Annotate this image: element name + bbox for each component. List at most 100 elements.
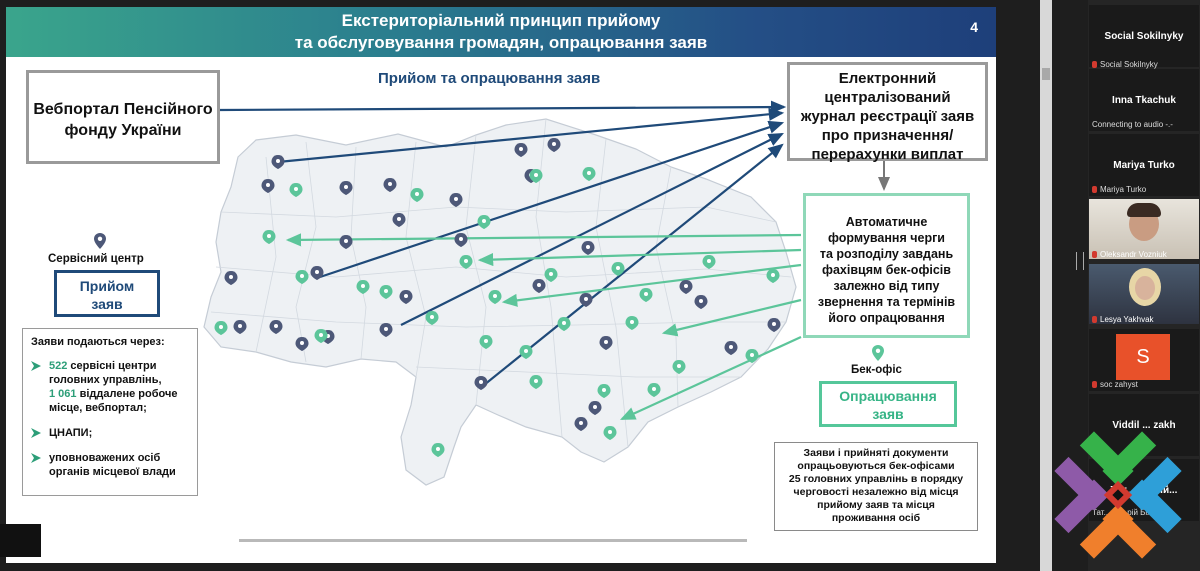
backoffice-pin-icon-dot	[644, 292, 648, 296]
backoffice-pin-icon-dot	[677, 364, 681, 368]
service-center-pin-icon-dot	[729, 345, 733, 349]
backoffice-pin-icon-dot	[384, 289, 388, 293]
backoffice-pin-icon-dot	[630, 320, 634, 324]
docs-line2: опрацьовуються бек-офісами	[797, 460, 955, 472]
slide-title-line2: та обслуговування громадян, опрацювання …	[294, 33, 708, 52]
service-center-pin-icon-dot	[584, 297, 588, 301]
service-center-pin-icon-dot	[397, 217, 401, 221]
mic-muted-icon	[1092, 186, 1097, 193]
backoffice-pin-icon-dot	[319, 333, 323, 337]
auto-line7: його опрацювання	[828, 311, 945, 325]
service-center-pin-icon-dot	[274, 324, 278, 328]
backoffice-pin-icon-dot	[430, 315, 434, 319]
mic-muted-icon	[1092, 316, 1097, 323]
service-center-pin-icon-dot	[604, 340, 608, 344]
slide-progress-bar	[239, 539, 747, 542]
backoffice-pin-icon-dot	[707, 259, 711, 263]
apps-item1-text2: віддалене робоче місце, вебпортал;	[49, 388, 178, 414]
slide-subheading: Прийом та опрацювання заяв	[378, 70, 601, 87]
panel-resize-handle[interactable]	[1076, 252, 1084, 270]
journal-line4: про призначення/	[821, 127, 954, 144]
journal-line2: централізований	[824, 89, 951, 106]
journal-box: Електронний централізований журнал реєст…	[787, 62, 988, 163]
service-center-pin-icon-dot	[519, 147, 523, 151]
backoffice-pin-icon-dot	[616, 266, 620, 270]
navy-arrows	[219, 100, 787, 386]
bullet-arrow-icon	[31, 428, 41, 438]
backoffice-pin-icon-dot	[361, 284, 365, 288]
backoffice-pin-icon-dot	[602, 388, 606, 392]
opracuvannya-box: Опрацювання заяв	[819, 381, 957, 427]
backoffice-pin-icon	[872, 345, 884, 361]
backoffice-pin-icon-dot	[750, 353, 754, 357]
apps-item-3: уповноважених осіб органів місцевої влад…	[31, 451, 189, 479]
scrollbar-thumb[interactable]	[1042, 68, 1050, 80]
self-view-thumbnail	[0, 524, 41, 557]
backoffice-pin-icon-dot	[294, 187, 298, 191]
backoffice-pin-icon-dot	[587, 171, 591, 175]
service-center-pin-icon-dot	[315, 270, 319, 274]
service-center-pin-icon-dot	[684, 284, 688, 288]
opr-line1: Опрацювання	[839, 388, 937, 404]
participant-status: Lesya Yakhvak	[1100, 315, 1154, 324]
backoffice-pin-icon-dot	[534, 173, 538, 177]
bullet-arrow-icon	[31, 453, 41, 463]
participant-status: Тат...ка ...рій Білов...	[1092, 508, 1168, 517]
apps-item1-num2: 1 061	[49, 388, 77, 400]
service-center-pin-icon-dot	[479, 380, 483, 384]
backoffice-pin-icon-dot	[534, 379, 538, 383]
backoffice-pin-icon-dot	[415, 192, 419, 196]
green-arrows	[285, 233, 802, 421]
participant-video[interactable]: Lesya Yakhvak	[1089, 264, 1199, 324]
portal-line1: Вебпортал Пенсійного	[33, 101, 213, 118]
portal-line2: фонду України	[64, 122, 182, 139]
service-center-pin-icon-dot	[229, 275, 233, 279]
participant-hair	[1127, 203, 1161, 217]
portal-box: Вебпортал Пенсійного фонду України	[26, 70, 220, 164]
service-center-pin-icon-dot	[454, 197, 458, 201]
participant-tile[interactable]: Inna Tkachuk Connecting to audio -.-	[1089, 69, 1199, 131]
service-center-pin-icon-dot	[772, 322, 776, 326]
service-center-pin-icon-dot	[388, 182, 392, 186]
docs-line6: проживання осіб	[831, 512, 921, 524]
auto-line4: фахівцям бек-офісів	[822, 263, 951, 277]
slide-title: Екстериторіальний принцип прийому та обс…	[6, 10, 996, 54]
service-center-pin-icon-dot	[238, 324, 242, 328]
participant-status: Oleksandr Vozniuk	[1100, 250, 1167, 259]
participant-tile[interactable]: Mariya Turko Mariya Turko	[1089, 134, 1199, 196]
service-center-pin-icon-dot	[537, 283, 541, 287]
priyom-line2: заяв	[91, 296, 123, 312]
service-center-pin-icon-dot	[266, 183, 270, 187]
participant-avatar: S	[1116, 334, 1170, 380]
backoffice-label: Бек-офіс	[851, 364, 902, 376]
apps-item2-text: ЦНАПИ;	[49, 427, 93, 439]
service-center-pin-icon-dot	[579, 421, 583, 425]
participant-tile[interactable]: Social Sokilnyky Social Sokilnyky	[1089, 5, 1199, 69]
backoffice-pin-icon-dot	[300, 274, 304, 278]
map-outline	[203, 118, 797, 486]
service-center-pin-icon-dot	[586, 245, 590, 249]
mic-muted-icon	[1092, 61, 1097, 68]
backoffice-pin-icon-dot	[771, 273, 775, 277]
auto-line6: звернення та термінів	[817, 295, 956, 309]
slide-title-line1: Екстериторіальний принцип прийому	[341, 11, 661, 30]
vertical-scrollbar[interactable]	[1040, 0, 1052, 571]
service-center-pin-icon-dot	[593, 405, 597, 409]
participant-status: Social Sokilnyky	[1100, 60, 1158, 69]
participant-video[interactable]: Oleksandr Vozniuk	[1089, 199, 1199, 259]
journal-line1: Електронний	[838, 70, 937, 87]
priyom-box: Прийом заяв	[54, 270, 160, 317]
participant-name: Inna Tkachuk	[1112, 95, 1176, 106]
journal-line5: перерахунки виплат	[811, 146, 964, 163]
participant-name: Social Sokilnyky	[1104, 31, 1184, 42]
service-center-pin-icon-dot	[552, 142, 556, 146]
apps-item3-text: уповноважених осіб органів місцевої влад…	[49, 452, 176, 478]
ornament-logo-icon	[1054, 431, 1182, 559]
participant-name: Mariya Turko	[1113, 160, 1175, 171]
slide: Екстериторіальний принцип прийому та обс…	[6, 7, 996, 563]
auto-queue-box: Автоматичне формування черги та розподіл…	[803, 193, 970, 338]
docs-line3: 25 головних управлінь в порядку	[788, 473, 964, 485]
auto-line5: залежно від типу	[833, 279, 940, 293]
participant-status: soc zahyst	[1100, 380, 1138, 389]
backoffice-pin-icon-dot	[562, 321, 566, 325]
